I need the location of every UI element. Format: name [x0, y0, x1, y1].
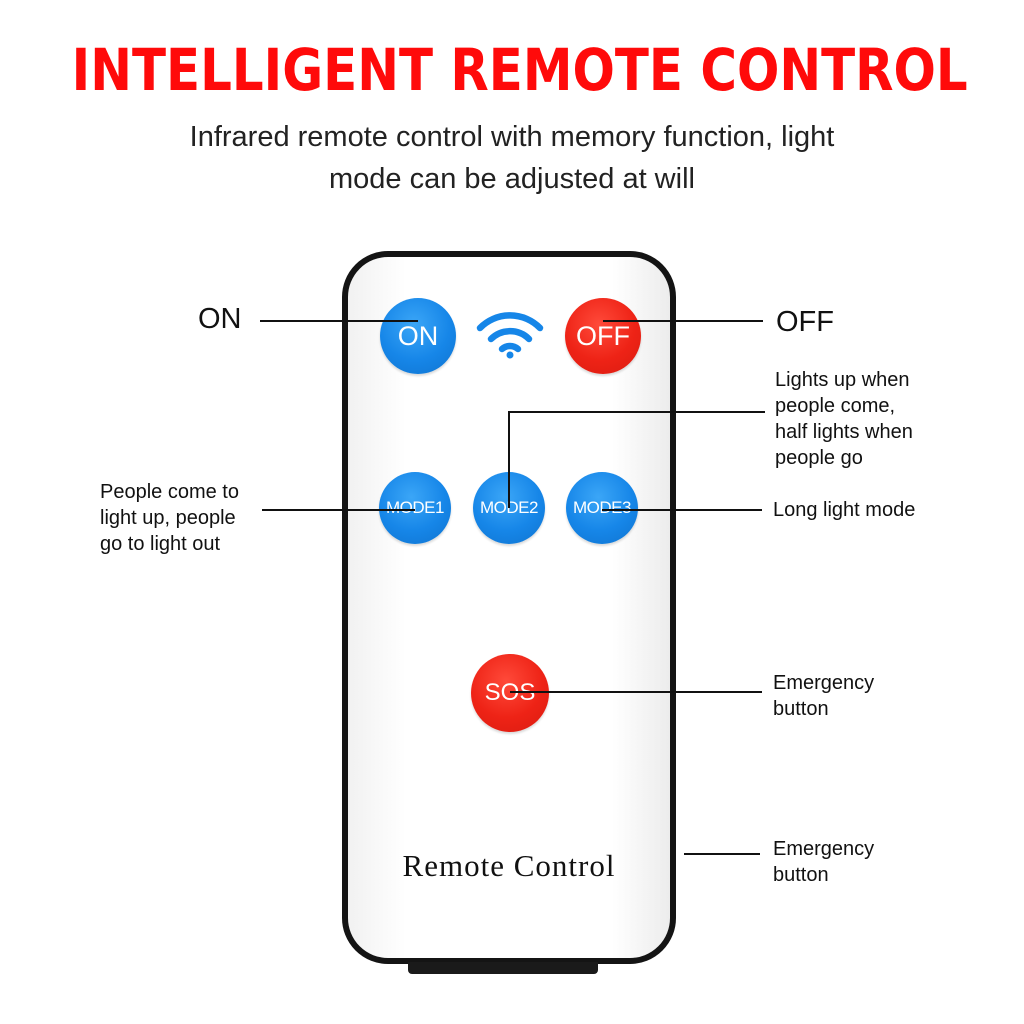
callout-on: ON [198, 303, 242, 335]
subtitle-line-1: Infrared remote control with memory func… [189, 121, 835, 153]
on-button-label: ON [397, 320, 439, 351]
page-subtitle: Infrared remote control with memory func… [112, 116, 912, 200]
mode3-button-label: MODE3 [573, 498, 631, 517]
mode3-button[interactable]: MODE3 [566, 472, 638, 544]
callout-line-on [260, 320, 418, 322]
callout-mode1-line: People come to [100, 481, 239, 503]
callout-line-side [684, 853, 760, 855]
page-title: INTELLIGENT REMOTE CONTROL [71, 36, 968, 104]
callout-side: Emergency button [773, 836, 874, 888]
remote-brand-label: Remote Control [402, 848, 616, 883]
mode1-button-label: MODE1 [386, 498, 444, 517]
subtitle-line-2: mode can be adjusted at will [329, 163, 695, 195]
callout-mode1: People come to light up, people go to li… [100, 479, 239, 557]
callout-mode2: Lights up when people come, half lights … [775, 367, 913, 471]
callout-side-line: button [773, 864, 829, 886]
callout-line-mode3 [602, 509, 762, 511]
remote-bottom-edge [408, 962, 598, 974]
callout-sos: Emergency button [773, 670, 874, 722]
callout-line-mode2-horizontal [508, 411, 765, 413]
callout-sos-line: button [773, 698, 829, 720]
callout-off: OFF [776, 306, 834, 338]
callout-sos-line: Emergency [773, 672, 875, 694]
callout-mode2-line: Lights up when [775, 369, 910, 391]
callout-line-mode2-vertical [508, 412, 510, 508]
callout-mode3: Long light mode [773, 499, 916, 521]
callout-line-mode1 [262, 509, 415, 511]
callout-line-off [603, 320, 763, 322]
callout-line-sos [510, 691, 762, 693]
on-button[interactable]: ON [380, 298, 456, 374]
off-button[interactable]: OFF [565, 298, 641, 374]
off-button-label: OFF [576, 320, 630, 351]
callout-mode2-line: people go [775, 447, 863, 469]
callout-mode1-line: light up, people [100, 507, 236, 529]
mode1-button[interactable]: MODE1 [379, 472, 451, 544]
remote-body [342, 251, 676, 964]
callout-mode1-line: go to light out [100, 533, 221, 555]
callout-mode2-line: half lights when [775, 421, 913, 443]
wifi-icon [476, 312, 544, 359]
sos-button-label: SOS [484, 679, 536, 706]
callout-mode2-line: people come, [775, 395, 896, 417]
sos-button[interactable]: SOS [471, 654, 549, 732]
callout-side-line: Emergency [773, 838, 875, 860]
